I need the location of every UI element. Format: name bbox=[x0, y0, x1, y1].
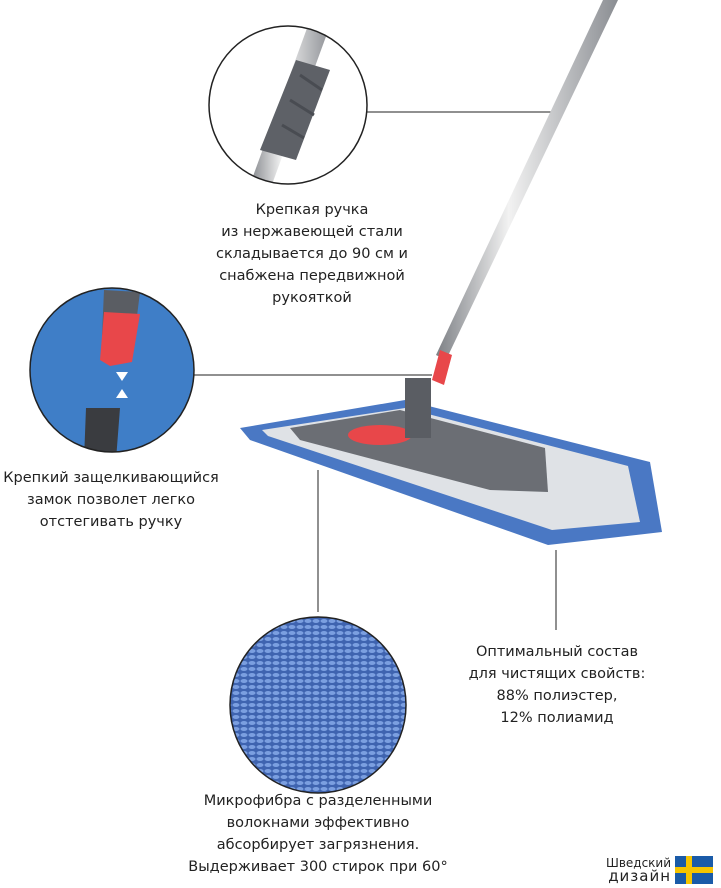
handle-detail-circle bbox=[208, 25, 368, 185]
text-line: Выдерживает 300 стирок при 60° bbox=[188, 859, 448, 875]
mop-illustration bbox=[240, 0, 662, 545]
lock-description: Крепкий защелкивающийся замок позволет л… bbox=[0, 467, 222, 533]
text-line: Крепкая ручка bbox=[255, 202, 369, 218]
text-line: Крепкий защелкивающийся bbox=[3, 470, 219, 486]
badge-line-1: Шведский bbox=[606, 856, 672, 870]
composition-description: Оптимальный состав для чистящих свойств:… bbox=[440, 641, 674, 729]
text-line: снабжена передвижной bbox=[219, 268, 405, 284]
text-line: Оптимальный состав bbox=[475, 644, 639, 660]
microfiber-detail-circle bbox=[229, 616, 407, 794]
text-line: из нержавеющей стали bbox=[221, 224, 403, 240]
badge-line-2: дизайн bbox=[608, 867, 672, 885]
text-line: складывается до 90 см и bbox=[216, 246, 408, 262]
leader-lines bbox=[194, 111, 562, 630]
swedish-flag-icon bbox=[675, 856, 714, 884]
handle-description: Крепкая ручка из нержавеющей стали склад… bbox=[162, 199, 462, 309]
text-line: Микрофибра с разделенными bbox=[203, 793, 433, 809]
microfiber-description: Микрофибра с разделенными волокнами эффе… bbox=[158, 790, 478, 878]
text-line: волокнами эффективно bbox=[226, 815, 410, 831]
text-line: рукояткой bbox=[272, 290, 352, 306]
text-line: 88% полиэстер, bbox=[496, 688, 618, 704]
swedish-design-badge: Шведский дизайн bbox=[606, 856, 714, 885]
text-line: абсорбирует загрязнения. bbox=[216, 837, 420, 853]
text-line: замок позволет легко bbox=[27, 492, 195, 508]
text-line: для чистящих свойств: bbox=[468, 666, 646, 682]
lock-detail-circle bbox=[29, 287, 195, 453]
text-line: отстегивать ручку bbox=[39, 514, 183, 530]
text-line: 12% полиамид bbox=[500, 710, 614, 726]
